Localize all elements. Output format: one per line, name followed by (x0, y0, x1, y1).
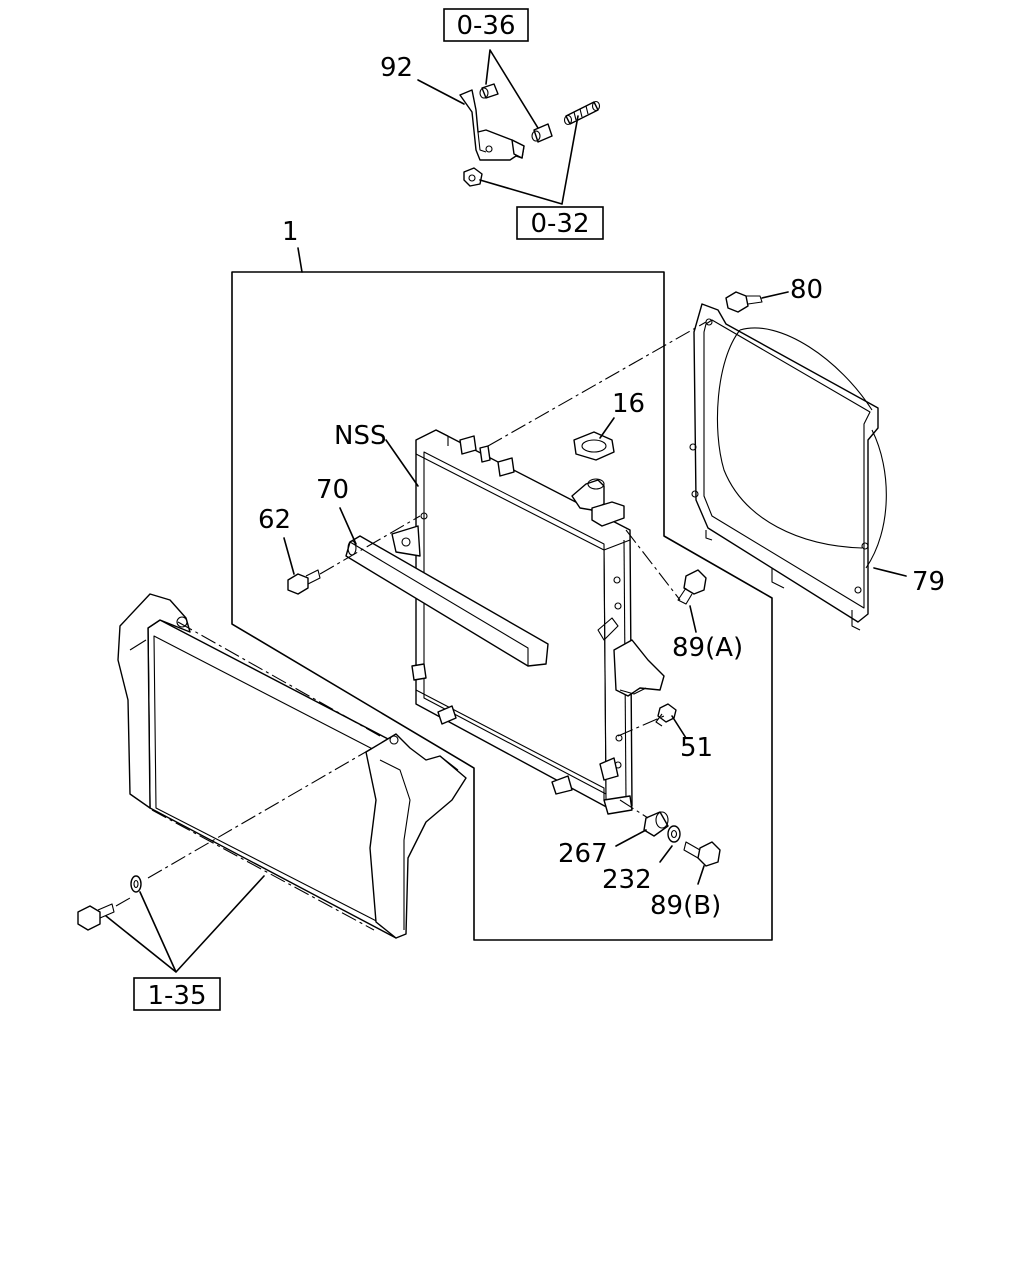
alignment-lines (115, 321, 707, 931)
ref-label-0-36: 0-36 (456, 11, 515, 41)
part-label-1: 1 (282, 217, 299, 247)
bolt-89a (677, 569, 707, 633)
bolt-51 (655, 703, 687, 739)
intercooler (77, 593, 467, 973)
part-label-16: 16 (612, 389, 645, 419)
assembly-outline (231, 271, 773, 941)
part-label-51: 51 (680, 733, 713, 763)
part-label-89b: 89(B) (650, 891, 721, 921)
part-label-267: 267 (558, 839, 608, 869)
part-label-nss: NSS (334, 421, 386, 451)
ref-label-0-32: 0-32 (530, 209, 589, 239)
part-label-89a: 89(A) (672, 633, 743, 663)
radiator-cap-16 (573, 417, 615, 461)
part-label-79: 79 (912, 567, 945, 597)
part-label-70: 70 (316, 475, 349, 505)
baffle-70 (345, 535, 549, 667)
ref-box-1-35 (133, 977, 221, 1011)
fan-shroud (689, 303, 887, 631)
ref-box-0-36 (443, 8, 529, 42)
radiator-core (391, 429, 665, 815)
ref-label-1-35: 1-35 (147, 981, 206, 1011)
mount-hardware (615, 811, 721, 885)
bolt-62 (283, 537, 321, 595)
bolt-80 (725, 291, 789, 313)
part-label-80: 80 (790, 275, 823, 305)
part-label-62: 62 (258, 505, 291, 535)
part-label-232: 232 (602, 865, 652, 895)
part-label-92: 92 (380, 53, 413, 83)
ref-box-0-32 (516, 206, 604, 240)
bracket-assembly (417, 49, 601, 205)
